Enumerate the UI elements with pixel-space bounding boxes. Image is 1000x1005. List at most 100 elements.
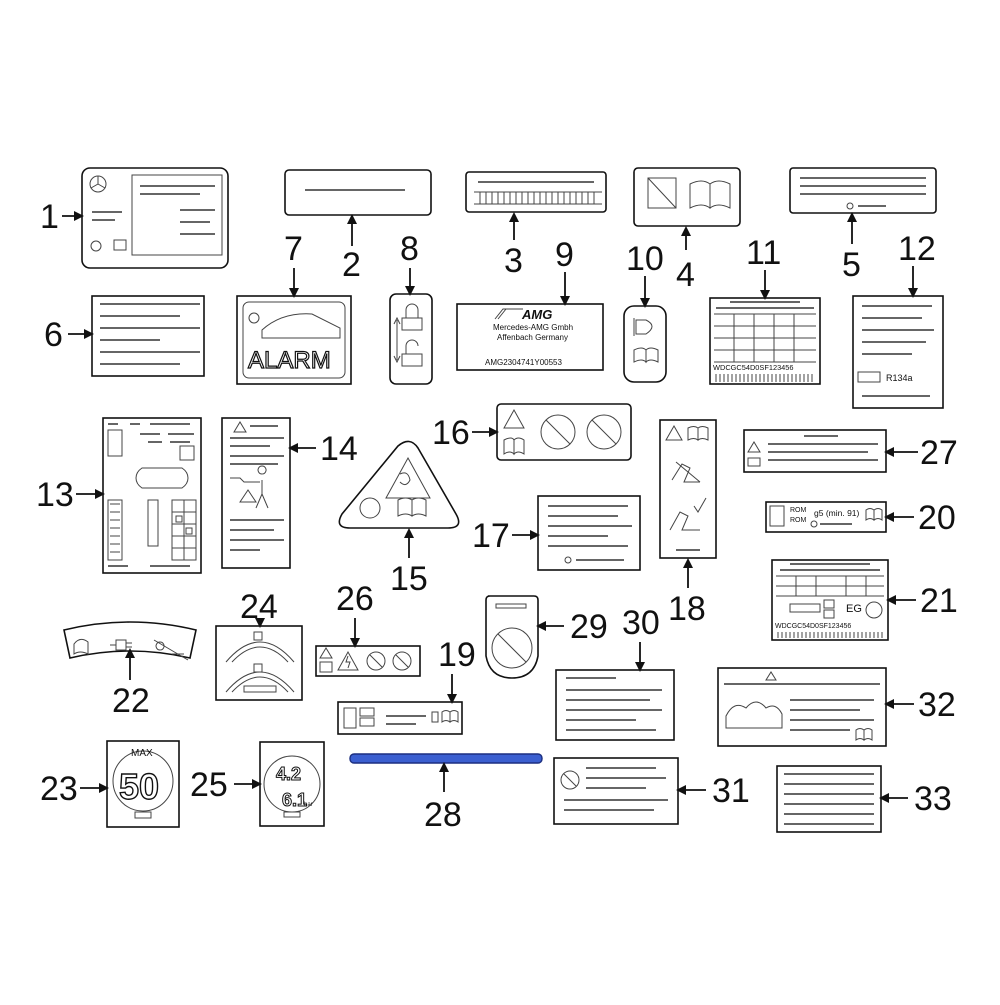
label-25-tire-pressure[interactable]: 4.2 6.1 bar [259,741,325,827]
eg-mark: EG [846,603,862,615]
label-11-vin-plate[interactable]: WDCGC54D0SF123456 [709,297,821,385]
label-33-text[interactable] [776,765,882,833]
label-24-tire-chain[interactable] [215,625,303,701]
label-30-text[interactable] [555,669,675,741]
speed-value: 50 [119,766,159,807]
manual-book-icon [503,437,525,456]
amg-code: AMG2304741Y00553 [485,358,563,367]
prohibited-icon-2 [392,651,412,671]
rom-2: ROM [790,517,807,524]
label-13-fuse-chart[interactable] [102,417,202,574]
label-17-text[interactable] [537,495,641,571]
label-29-badge[interactable] [485,595,539,679]
manual-book-icon [319,647,333,673]
max-label: MAX [131,748,153,759]
mercedes-star-icon [865,601,883,619]
callout-9: 9 [555,236,574,274]
plug-icon [110,639,132,651]
callout-14: 14 [320,430,358,468]
label-27-strip[interactable] [743,429,887,473]
label-26-strip[interactable] [315,645,421,677]
callout-28: 28 [424,796,462,834]
seat-correct-icon [669,497,707,531]
callout-30: 30 [622,604,660,642]
label-10-headlamp[interactable] [623,305,667,383]
callout-23: 23 [40,770,78,808]
airbag-child-icon [399,472,411,486]
callout-numbers: 1 2 3 4 5 6 7 8 9 10 11 12 13 14 15 16 1… [36,198,958,834]
label-18-seat-warning[interactable] [659,419,717,559]
alarm-text: ALARM [248,347,331,374]
no-child-seat-icon [491,627,533,669]
vin-text-11: WDCGC54D0SF123456 [713,363,794,372]
warning-triangle-icon [503,408,525,429]
callout-17: 17 [472,517,510,555]
warning-triangle-icon [765,671,777,681]
callout-8: 8 [400,230,419,268]
label-9-amg[interactable]: AMG Mercedes-AMG Gmbh Affenbach Germany … [456,303,604,371]
prohibited-icon [359,497,381,519]
label-1-plate[interactable] [81,167,229,269]
callout-15: 15 [390,560,428,598]
callout-2: 2 [342,246,361,284]
unlock-icon [401,339,423,367]
prohibited-icon [560,770,580,790]
label-5-strip[interactable] [789,167,937,214]
manual-book-icon [855,728,873,741]
label-28-trim-strip[interactable] [349,753,543,764]
callout-29: 29 [570,608,608,646]
manual-book-icon [865,508,883,521]
manual-book-icon [633,347,659,364]
callout-25: 25 [190,766,228,804]
amg-city: Affenbach Germany [497,333,568,342]
label-8-lock[interactable] [389,293,433,385]
callout-5: 5 [842,246,861,284]
label-14-warning[interactable] [221,417,291,569]
label-4-warning[interactable] [633,167,741,227]
prohibited-icon [366,651,386,671]
pressure-front: 4.2 [276,764,301,784]
rom-1: ROM [790,507,807,514]
label-12-refrigerant[interactable]: R134a [852,295,944,409]
manual-book-icon [747,457,761,467]
warning-triangle-icon [665,424,683,441]
label-31-text[interactable] [553,757,679,825]
label-6-text[interactable] [91,295,205,377]
label-32-warning[interactable] [717,667,887,747]
callout-19: 19 [438,636,476,674]
label-7-alarm[interactable]: ALARM [236,295,352,385]
callout-27: 27 [920,434,958,472]
manual-book-icon [397,497,427,517]
no-scissors-icon [153,639,189,661]
lock-icon [401,303,423,331]
pressure-rear: 6.1 [282,790,307,810]
fuel-octane: g5 (min. 91) [814,508,860,518]
callout-21: 21 [920,582,958,620]
callout-6: 6 [44,316,63,354]
callout-32: 32 [918,686,956,724]
seat-wrong-icon [671,461,701,483]
label-23-speed-limit[interactable]: MAX 50 [106,740,180,828]
callout-16: 16 [432,414,470,452]
callout-1: 1 [40,198,59,236]
callout-31: 31 [712,772,750,810]
label-16-airbag-warning[interactable] [496,403,632,461]
label-3-barcode[interactable] [465,171,607,213]
pressure-unit: bar [304,802,313,808]
high-voltage-icon [337,650,359,671]
refrigerant-text: R134a [886,373,913,383]
callout-12: 12 [898,230,936,268]
callout-7: 7 [284,230,303,268]
callout-26: 26 [336,580,374,618]
callout-4: 4 [676,256,695,294]
label-20-fuel[interactable]: ROM ROM g5 (min. 91) [765,501,887,533]
label-21-vin-plate[interactable]: EG WDCGC54D0SF123456 [771,559,889,641]
amg-logo: AMG [521,307,552,322]
manual-book-icon [441,710,459,723]
label-2-strip[interactable] [284,169,432,216]
callout-3: 3 [504,242,523,280]
person-light-icon [230,465,269,509]
label-15-triangle[interactable] [338,440,460,529]
label-19-strip[interactable] [337,701,463,735]
